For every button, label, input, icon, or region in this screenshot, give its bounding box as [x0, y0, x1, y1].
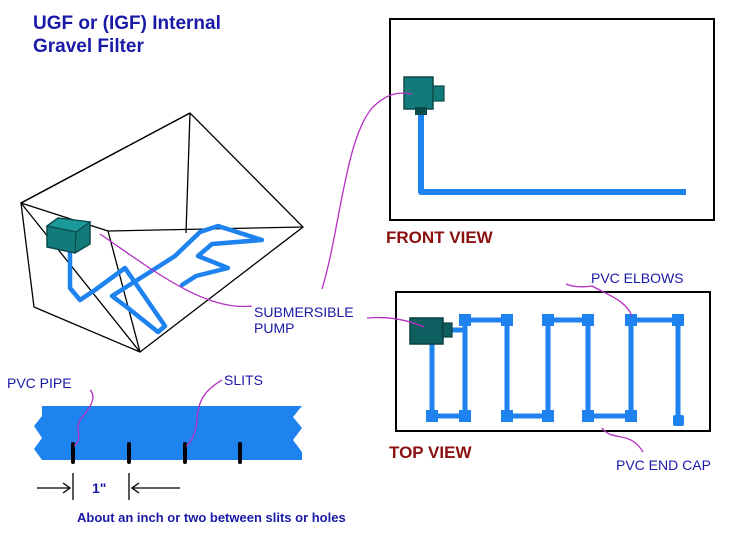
tank-edge-left: [20, 202, 35, 308]
top-pipe-serpentine: [462, 317, 681, 419]
top-view-frame: [395, 291, 711, 432]
front-pipe-path: [418, 112, 686, 195]
top-view-pipe: [429, 317, 681, 419]
pvc-end-cap: [673, 415, 684, 426]
top-pump-body: [409, 317, 444, 345]
leader-submersible-top: [366, 316, 425, 328]
arrowhead-left: [62, 482, 72, 494]
leader-end-cap: [601, 427, 644, 453]
pvc-pipe-label: PVC PIPE: [7, 375, 72, 391]
top-view-label: TOP VIEW: [389, 443, 472, 462]
leader-pvc-pipe: [73, 389, 94, 447]
front-view-frame: [389, 18, 715, 221]
title-line-1: UGF or (IGF) Internal: [33, 13, 221, 34]
tank-edge-front-bottom: [33, 306, 141, 353]
pvc-elbows-label: PVC ELBOWS: [591, 270, 684, 286]
leader-front-pump: [321, 92, 413, 290]
pvc-elbow: [542, 314, 554, 326]
pvc-elbow: [501, 410, 513, 422]
pvc-elbow: [625, 410, 637, 422]
front-view-pipe: [418, 112, 686, 195]
submersible-label-line-2: PUMP: [254, 320, 295, 336]
pvc-elbow: [582, 314, 594, 326]
front-pump-base: [415, 107, 427, 115]
pvc-elbow: [501, 314, 513, 326]
leader-slits: [185, 379, 223, 447]
slits-label: SLITS: [224, 372, 263, 388]
leader-pvc-elbows: [565, 283, 633, 317]
pvc-elbow: [582, 410, 594, 422]
pvc-elbow: [672, 314, 684, 326]
tank-pipe-path: [67, 223, 265, 335]
pvc-elbow: [459, 314, 471, 326]
tank-pump-edge: [74, 231, 77, 254]
submersible-label-line-1: SUBMERSIBLE: [254, 304, 354, 320]
tank-edge-back: [185, 112, 191, 234]
tank-edge-front-top: [20, 202, 109, 232]
title-line-2: Gravel Filter: [33, 36, 144, 57]
spacing-note: About an inch or two between slits or ho…: [77, 510, 346, 525]
leader-submersible-tank: [99, 233, 253, 308]
arrowhead-right: [130, 482, 140, 494]
pvc-elbow: [625, 314, 637, 326]
spacing-label: 1": [92, 480, 107, 496]
pvc-pipe-section: [34, 406, 302, 460]
pvc-elbow: [542, 410, 554, 422]
top-view-pump: [409, 317, 453, 345]
pvc-end-cap-label: PVC END CAP: [616, 457, 711, 473]
slits-group: [71, 442, 242, 464]
front-pump-outlet: [432, 85, 445, 102]
pipe-detail: [34, 406, 302, 464]
front-view-pump: [403, 76, 445, 115]
pvc-elbow: [459, 410, 471, 422]
tank-pump-top: [45, 217, 92, 233]
tank-edge-vertical: [107, 230, 141, 353]
tank-pipe: [67, 223, 265, 335]
top-view-elbows: [426, 314, 684, 426]
tank-edge-top: [20, 112, 191, 204]
tank-pump: [45, 217, 92, 254]
top-pump-outlet: [442, 322, 453, 338]
pvc-elbow: [426, 410, 438, 422]
leader-lines: [73, 92, 644, 453]
front-view-label: FRONT VIEW: [386, 228, 493, 247]
tank-outline: [20, 112, 304, 353]
spacing-dimension: [37, 473, 180, 500]
